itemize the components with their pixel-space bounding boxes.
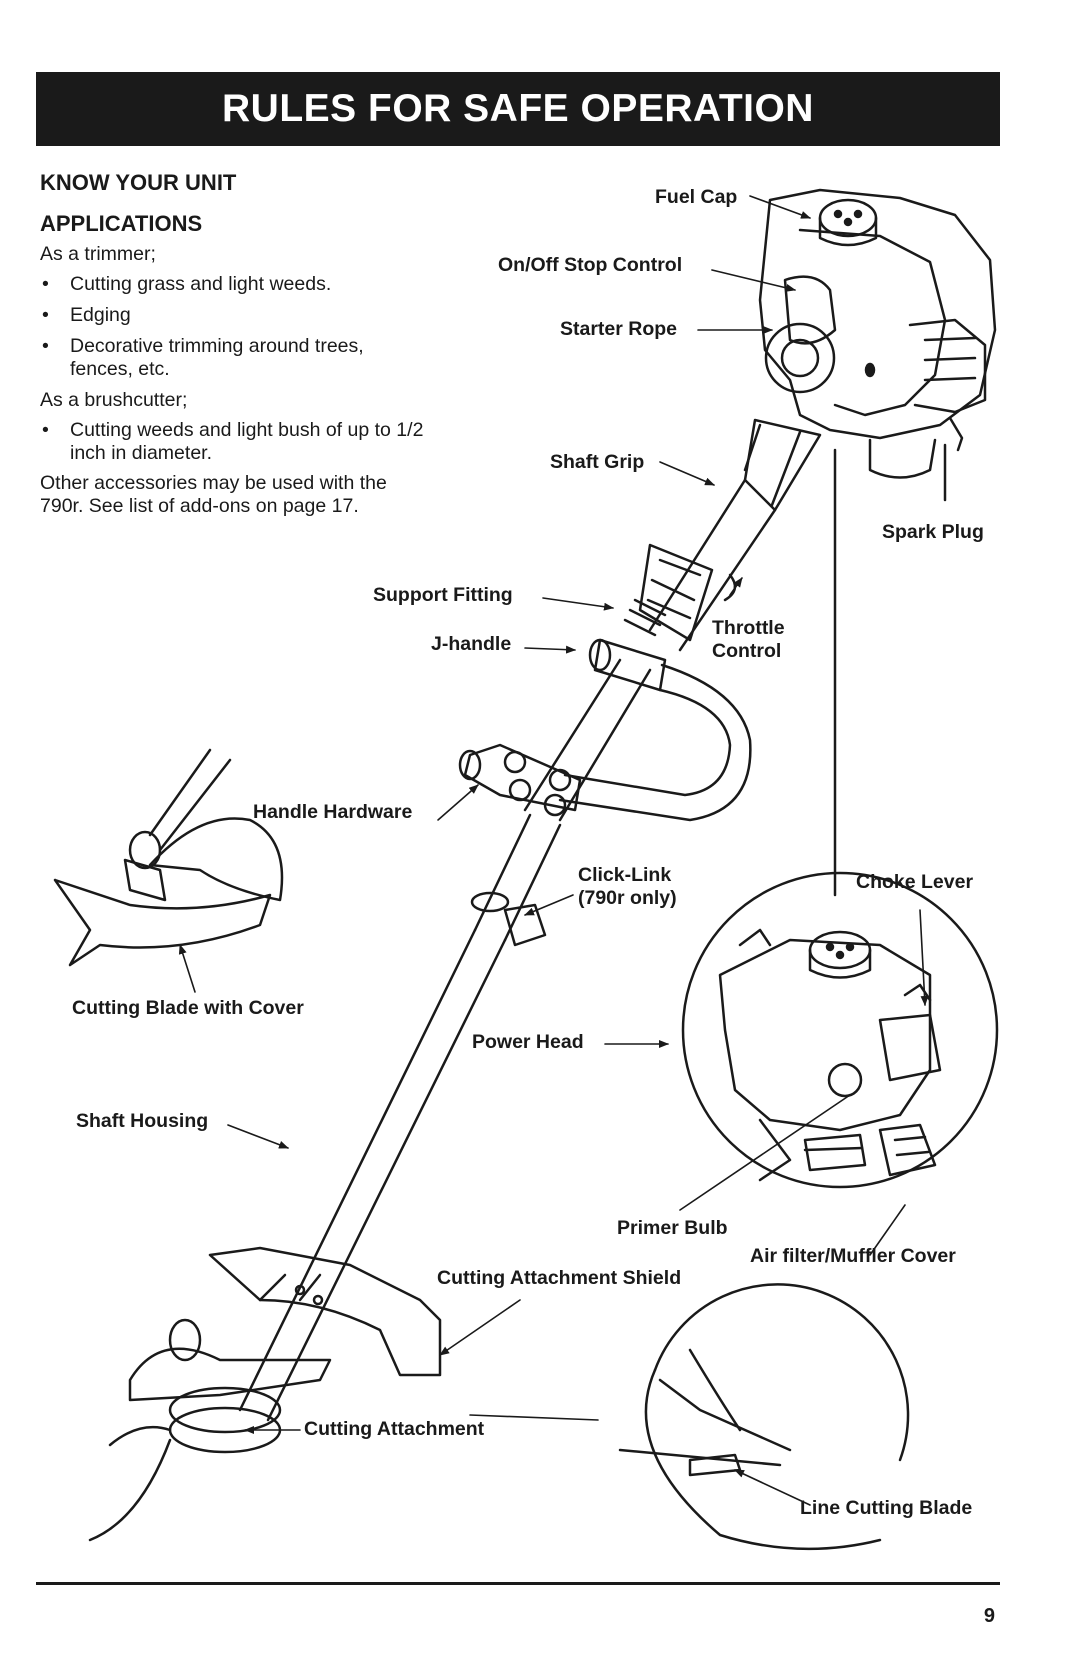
page-title-banner: RULES FOR SAFE OPERATION: [36, 72, 1000, 146]
applications-heading: APPLICATIONS: [40, 211, 203, 236]
trimmer-intro: As a trimmer;: [40, 243, 156, 265]
callout-click-link: Click-Link (790r only): [578, 864, 677, 909]
callout-j-handle: J-handle: [431, 633, 512, 655]
callout-air-filter-muffler-cover: Air filter/Muffler Cover: [750, 1245, 956, 1267]
page-number: 9: [983, 1605, 995, 1627]
brushcutter-intro: As a brushcutter;: [40, 389, 188, 411]
callout-choke-lever: Choke Lever: [856, 871, 974, 893]
callout-fuel-cap: Fuel Cap: [655, 186, 738, 208]
callout-cutting-blade-with-cover: Cutting Blade with Cover: [72, 997, 304, 1019]
callout-on-off-stop-control: On/Off Stop Control: [498, 254, 683, 276]
list-item-text: Cutting weeds and light bush of up to 1/…: [70, 419, 424, 464]
bullet: •: [42, 419, 49, 441]
callout-line-cutting-blade: Line Cutting Blade: [800, 1497, 973, 1519]
callout-handle-hardware: Handle Hardware: [253, 801, 413, 823]
know-your-unit-heading: KNOW YOUR UNIT: [40, 170, 237, 195]
callout-starter-rope: Starter Rope: [560, 318, 678, 340]
callout-cutting-attachment: Cutting Attachment: [304, 1418, 485, 1440]
callout-power-head: Power Head: [472, 1031, 584, 1053]
callout-throttle-control: Throttle Control: [712, 617, 785, 662]
callout-cutting-attachment-shield: Cutting Attachment Shield: [437, 1267, 682, 1289]
callout-shaft-housing: Shaft Housing: [76, 1110, 209, 1132]
bullet: •: [42, 273, 49, 295]
list-item-text: Edging: [70, 304, 131, 326]
accessories-note: Other accessories may be used with the 7…: [40, 472, 387, 517]
callout-support-fitting: Support Fitting: [373, 584, 513, 606]
bullet: •: [42, 304, 49, 326]
footer-rule: [36, 1582, 1000, 1585]
list-item-text: Cutting grass and light weeds.: [70, 273, 332, 295]
callout-primer-bulb: Primer Bulb: [617, 1217, 728, 1239]
callout-spark-plug: Spark Plug: [882, 521, 984, 543]
page-title: RULES FOR SAFE OPERATION: [222, 87, 814, 130]
bullet: •: [42, 335, 49, 357]
callout-shaft-grip: Shaft Grip: [550, 451, 645, 473]
list-item-text: Decorative trimming around trees, fences…: [70, 335, 364, 380]
engine-drawing: [758, 188, 997, 479]
